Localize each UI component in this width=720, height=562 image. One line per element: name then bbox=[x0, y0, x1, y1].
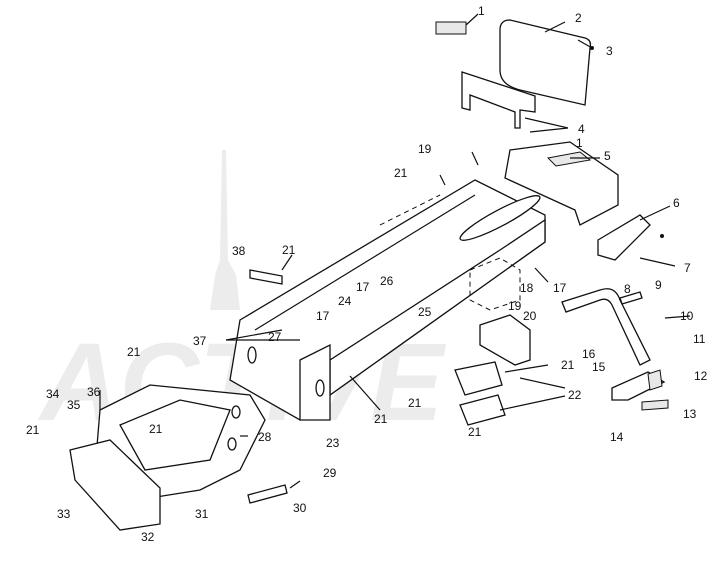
part-pad bbox=[249, 269, 283, 285]
callout-1: 1 bbox=[478, 4, 485, 18]
callout-37: 37 bbox=[193, 334, 207, 348]
watermark-spire bbox=[210, 150, 240, 310]
part-plate bbox=[499, 19, 594, 106]
callout-21: 21 bbox=[26, 423, 40, 437]
callout-14: 14 bbox=[610, 430, 624, 444]
callout-13: 13 bbox=[683, 407, 697, 421]
part-clip-a bbox=[454, 361, 503, 396]
part-console bbox=[504, 141, 619, 226]
callout-12: 12 bbox=[694, 369, 708, 383]
part-tunnel bbox=[229, 179, 546, 421]
part-label bbox=[641, 399, 669, 411]
callout-30: 30 bbox=[293, 501, 307, 515]
callout-20: 20 bbox=[523, 309, 537, 323]
callout-33: 33 bbox=[57, 507, 71, 521]
callout-27: 27 bbox=[268, 330, 282, 344]
callout-labels: 1 2 3 4 1 19 5 21 6 7 38 21 18 17 8 9 26… bbox=[26, 4, 708, 544]
callout-21: 21 bbox=[561, 358, 575, 372]
callout-21: 21 bbox=[282, 243, 296, 257]
part-inner-bracket bbox=[469, 257, 521, 311]
callout-1-console: 1 bbox=[576, 136, 583, 150]
callout-24: 24 bbox=[338, 294, 352, 308]
part-decal-top bbox=[435, 13, 479, 35]
callout-22: 22 bbox=[568, 388, 582, 402]
part-end-cap bbox=[619, 291, 643, 305]
part-flap-bracket bbox=[611, 369, 666, 401]
callout-5: 5 bbox=[604, 149, 611, 163]
callout-38: 38 bbox=[232, 244, 246, 258]
callout-11: 11 bbox=[693, 332, 706, 346]
part-rear-bumper bbox=[561, 288, 691, 366]
part-bracket bbox=[461, 71, 569, 133]
part-cooler bbox=[479, 314, 531, 366]
callout-21: 21 bbox=[374, 412, 388, 426]
callout-9: 9 bbox=[655, 278, 662, 292]
callout-19: 19 bbox=[418, 142, 432, 156]
callout-21: 21 bbox=[149, 422, 163, 436]
part-bumper-bracket bbox=[597, 205, 676, 267]
callout-4: 4 bbox=[578, 122, 585, 136]
callout-23: 23 bbox=[326, 436, 340, 450]
part-lower-tray bbox=[69, 439, 161, 531]
callout-16: 16 bbox=[582, 347, 596, 361]
callout-6: 6 bbox=[673, 196, 680, 210]
callout-3: 3 bbox=[606, 44, 613, 58]
callout-17: 17 bbox=[356, 280, 370, 294]
callout-31: 31 bbox=[195, 507, 209, 521]
callout-36: 36 bbox=[87, 385, 101, 399]
callout-28: 28 bbox=[258, 430, 272, 444]
callout-21: 21 bbox=[394, 166, 408, 180]
callout-8: 8 bbox=[624, 282, 631, 296]
callout-19: 19 bbox=[508, 299, 522, 313]
callout-32: 32 bbox=[141, 530, 155, 544]
callout-15: 15 bbox=[592, 360, 606, 374]
part-strip bbox=[247, 484, 288, 504]
callout-29: 29 bbox=[323, 466, 337, 480]
callout-34: 34 bbox=[46, 387, 60, 401]
callout-2: 2 bbox=[575, 11, 582, 25]
callout-17: 17 bbox=[316, 309, 330, 323]
part-clip-b bbox=[459, 394, 506, 426]
callout-26: 26 bbox=[380, 274, 394, 288]
callout-18: 18 bbox=[520, 281, 534, 295]
callout-21: 21 bbox=[408, 396, 422, 410]
callout-25: 25 bbox=[418, 305, 432, 319]
leader-lines bbox=[99, 151, 566, 489]
callout-7: 7 bbox=[684, 261, 691, 275]
callout-21: 21 bbox=[468, 425, 482, 439]
callout-21: 21 bbox=[127, 345, 141, 359]
callout-10: 10 bbox=[680, 309, 694, 323]
callout-35: 35 bbox=[67, 398, 81, 412]
callout-17: 17 bbox=[553, 281, 567, 295]
